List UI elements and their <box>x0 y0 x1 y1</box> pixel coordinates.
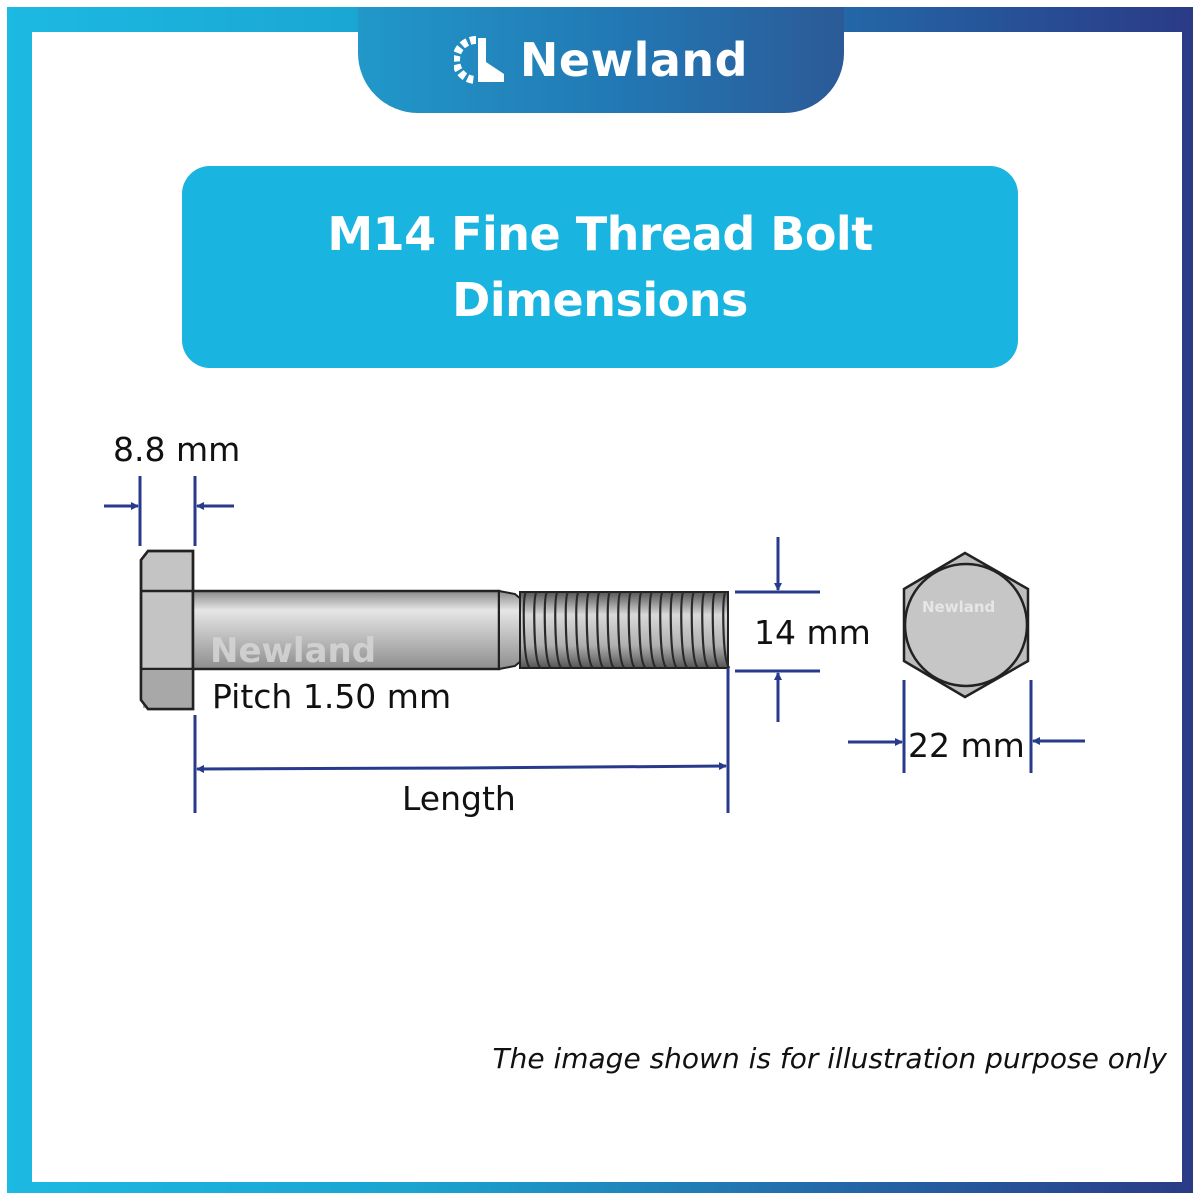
thread-ridge <box>690 591 699 669</box>
thread-ridge <box>575 591 584 669</box>
thread-ridge <box>722 591 731 669</box>
thread-ridge <box>701 591 710 669</box>
thread-ridge <box>648 591 657 669</box>
thread-ridge <box>554 591 563 669</box>
brand-header: Newland <box>358 7 844 113</box>
thread-ridge <box>543 591 552 669</box>
thread-ridge <box>596 591 605 669</box>
title-line-1: M14 Fine Thread Bolt <box>327 207 873 261</box>
thread-ridge <box>659 591 668 669</box>
hex-watermark: Newland <box>922 598 995 616</box>
thread-ridge <box>522 591 531 669</box>
thread-ridge <box>617 591 626 669</box>
bolt-shank <box>191 589 523 671</box>
across-flats-label: 22 mm <box>908 726 1025 765</box>
thread-diameter-label: 14 mm <box>754 613 871 652</box>
gear-n-logo-icon <box>453 36 504 84</box>
thread-ridges <box>522 591 731 669</box>
thread-ridge <box>638 591 647 669</box>
length-arrow-right <box>461 762 727 771</box>
thread-ridge <box>585 591 594 669</box>
thread-ridge <box>680 591 689 669</box>
brand-name: Newland <box>519 33 749 87</box>
disclaimer-text: The image shown is for illustration purp… <box>492 1042 1167 1075</box>
thread-ridge <box>606 591 615 669</box>
bolt-hex-end-view: Newland <box>902 551 1030 699</box>
shank-watermark: Newland <box>210 631 376 671</box>
pitch-label: Pitch 1.50 mm <box>212 677 452 716</box>
thread-ridge <box>564 591 573 669</box>
length-arrow-left <box>196 764 463 773</box>
thread-ridge <box>669 591 678 669</box>
length-label: Length <box>402 779 516 818</box>
head-height-label: 8.8 mm <box>113 430 241 469</box>
thread-ridge <box>711 591 720 669</box>
dimension-lines <box>104 476 1085 813</box>
thread-ridge <box>627 591 636 669</box>
bolt-head <box>139 549 195 711</box>
thread-ridge <box>533 591 542 669</box>
bolt-thread <box>519 591 731 669</box>
title-line-2: Dimensions <box>452 273 748 327</box>
title-banner: M14 Fine Thread Bolt Dimensions <box>182 166 1018 368</box>
